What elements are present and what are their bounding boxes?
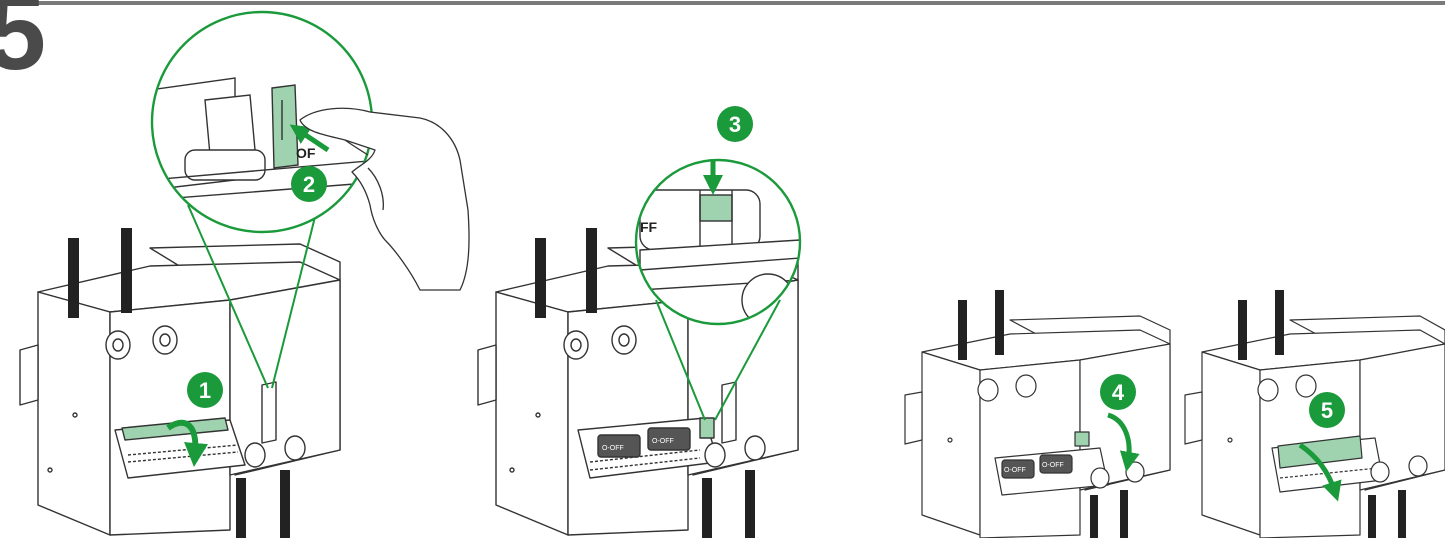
- badge-1-label: 1: [199, 378, 211, 403]
- badge-3-label: 3: [729, 112, 741, 137]
- step-number: 5: [0, 0, 47, 92]
- step-badge-2: 2: [291, 166, 327, 202]
- busbars-3: [958, 290, 1128, 538]
- badge-5-label: 5: [1321, 398, 1333, 423]
- off-label-b: O-OFF: [652, 438, 674, 445]
- step-badge-4: 4: [1100, 374, 1136, 410]
- step-badge-5: 5: [1309, 392, 1345, 428]
- badge-2-label: 2: [303, 172, 315, 197]
- busbars-4: [1238, 290, 1406, 538]
- zoom-label-of: OF: [296, 145, 316, 161]
- zoom-detail-3: FF: [634, 158, 802, 421]
- zoom-label-ff: FF: [640, 219, 658, 235]
- rotate-arrow-5: [1298, 442, 1342, 502]
- rotate-arrow-4: [1107, 412, 1140, 472]
- busbars-1: [68, 228, 290, 538]
- rotate-arrow-1: [166, 419, 208, 467]
- breaker-unit-2: [477, 243, 799, 536]
- top-rule: [30, 1, 1445, 5]
- breaker-unit-3: [904, 315, 1171, 538]
- step-badge-3: 3: [717, 106, 753, 142]
- hand-illustration: [299, 107, 470, 291]
- busbars-2: [535, 228, 755, 538]
- breaker-unit-1: [19, 243, 341, 536]
- off-label-a: O-OFF: [602, 445, 624, 452]
- off-label-d: O-OFF: [1042, 462, 1064, 469]
- off-label-c: O-OFF: [1004, 467, 1026, 474]
- step-badge-1: 1: [187, 372, 223, 408]
- badge-4-label: 4: [1112, 380, 1125, 405]
